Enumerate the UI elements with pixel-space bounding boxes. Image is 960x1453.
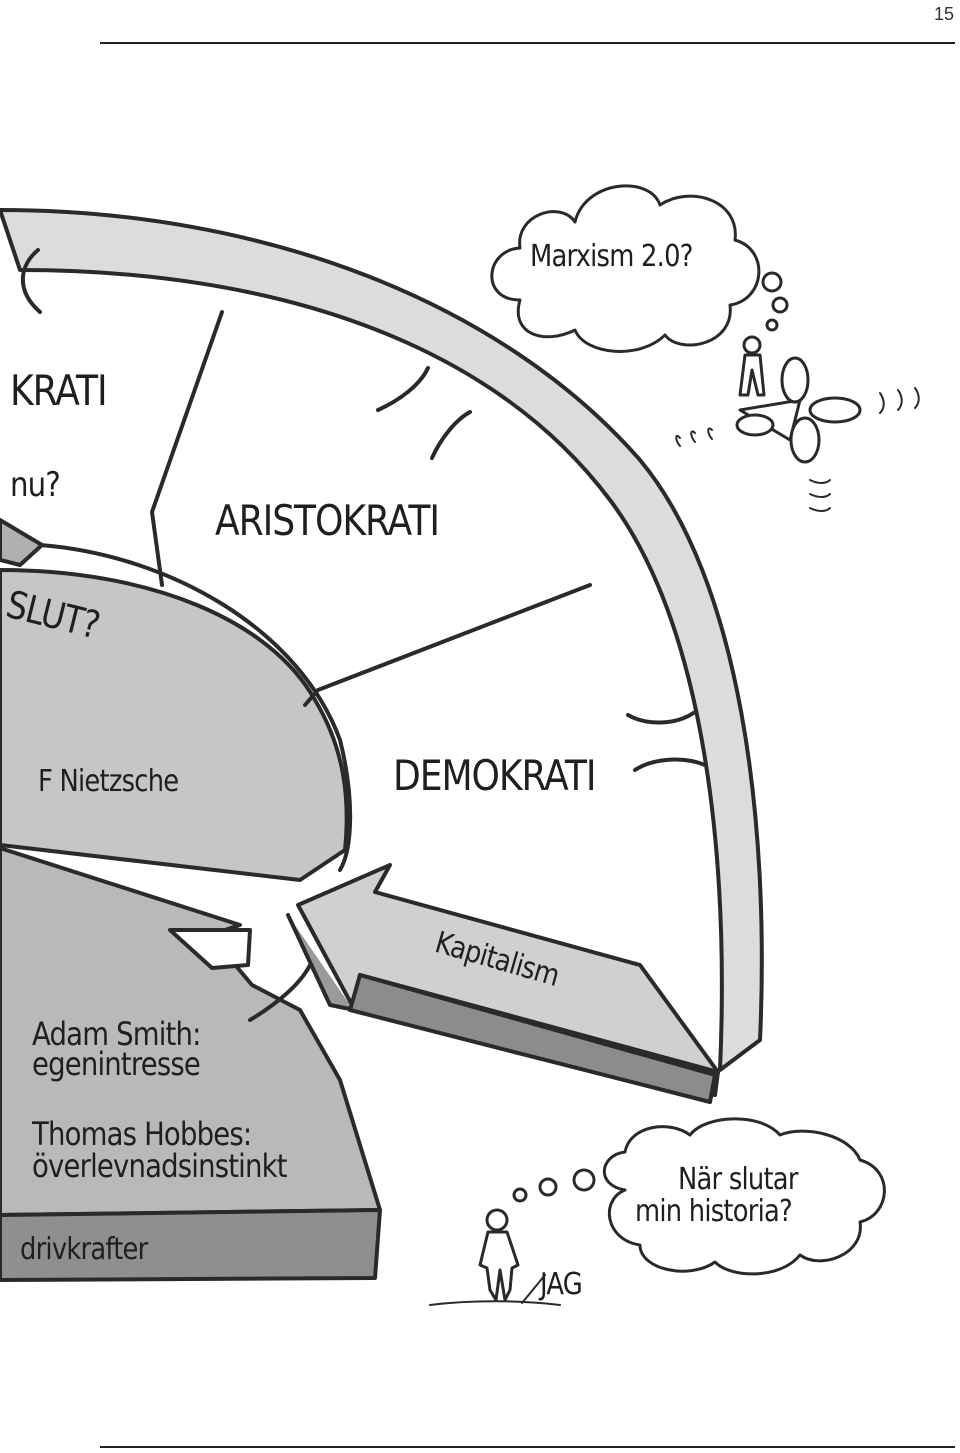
krati-label: KRATI <box>10 366 108 415</box>
connector-arc <box>248 963 312 1022</box>
marxism-dot-3 <box>765 318 779 332</box>
jag-label: JAG <box>540 1267 583 1302</box>
bottom-rule <box>100 1446 955 1448</box>
cycle-arrow-band <box>0 208 764 1072</box>
divider-demokrati <box>303 583 592 707</box>
small-block <box>0 518 44 567</box>
marxism-cloud <box>490 184 761 353</box>
band-notch-1 <box>376 366 430 412</box>
top-rule <box>100 42 955 44</box>
historia-dot-2 <box>538 1177 558 1197</box>
historia-bubble-line-2: min historia? <box>635 1194 793 1229</box>
nietzsche-label: F Nietzsche <box>38 764 179 799</box>
hobbes-line-1: Thomas Hobbes: <box>32 1115 252 1153</box>
band-notch-3 <box>626 710 697 725</box>
divider-aristokrati <box>150 310 224 587</box>
marx-figure <box>735 335 862 464</box>
plinth-edge <box>168 928 252 970</box>
central-dome <box>0 568 349 882</box>
adam-smith-line-2: egenintresse <box>32 1045 201 1083</box>
cycle-arrowhead <box>20 248 42 314</box>
hobbes-line-2: överlevnadsinstinkt <box>32 1147 288 1185</box>
band-notch-4 <box>633 757 707 772</box>
motion-lines <box>675 387 920 512</box>
kapitalism-arrow-side <box>348 973 717 1104</box>
marxism-dot-1 <box>761 271 783 293</box>
band-notch-2 <box>430 410 472 460</box>
page-number: 15 <box>933 4 954 24</box>
historia-dot-3 <box>512 1187 528 1203</box>
historia-bubble-line-1: När slutar <box>678 1162 798 1197</box>
drivkrafter-plinth-front <box>0 1208 382 1282</box>
historia-dot-1 <box>572 1168 596 1192</box>
drivkrafter-label: drivkrafter <box>20 1232 148 1267</box>
marxism-bubble-text: Marxism 2.0? <box>530 239 693 274</box>
historia-cloud <box>602 1117 886 1276</box>
jag-figure <box>429 1208 561 1306</box>
demokrati-label: DEMOKRATI <box>393 751 597 800</box>
nu-label: nu? <box>10 465 61 505</box>
marxism-dot-2 <box>771 296 789 314</box>
aristokrati-label: ARISTOKRATI <box>215 496 440 545</box>
adam-smith-line-1: Adam Smith: <box>32 1015 201 1053</box>
